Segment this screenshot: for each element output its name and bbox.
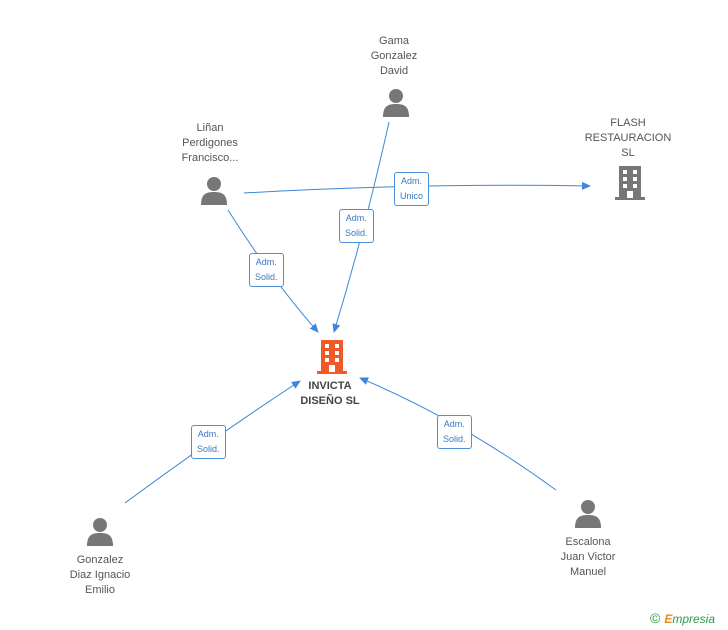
edge-label-line: Adm. [255,257,277,267]
node-label-invicta[interactable]: INVICTA DISEÑO SL [280,379,380,409]
node-label-line: Diaz Ignacio [69,569,131,581]
node-label-line: FLASH [610,117,646,129]
brand-logo-text: mpresia [672,612,716,626]
node-label-gonzalez[interactable]: Gonzalez Diaz Ignacio Emilio [50,553,150,598]
node-label-escalona[interactable]: Escalona Juan Victor Manuel [538,535,638,580]
edge-label-linan-invicta: Adm. Solid. [249,253,284,287]
building-icon [615,166,645,200]
edge-label-line: Unico [400,191,424,201]
edge-label-gama-invicta: Adm. Solid. [339,209,374,243]
node-label-line: Francisco... [181,152,239,164]
edge-label-line: Adm. [197,429,219,439]
node-label-line: DISEÑO SL [300,395,360,407]
node-label-line: Perdigones [182,137,238,149]
edge-label-gonzalez-invicta: Adm. Solid. [191,425,226,459]
edge-label-linan-flash: Adm. Unico [394,172,430,206]
person-icon [201,177,227,205]
node-label-line: David [379,65,409,77]
node-label-line: Escalona [565,536,611,548]
node-label-line: SL [621,147,635,159]
node-label-line: RESTAURACION [584,132,672,144]
node-label-line: Gama [379,35,409,47]
main-company-building-icon [317,340,347,374]
edge-label-line: Solid. [255,272,278,282]
node-label-flash[interactable]: FLASH RESTAURACION SL [573,116,683,161]
node-label-gama[interactable]: Gama Gonzalez David [344,34,444,79]
node-label-line: Manuel [569,566,607,578]
node-label-line: Emilio [85,584,115,596]
edge-label-line: Solid. [443,434,466,444]
edge-label-line: Solid. [197,444,220,454]
edge-label-escalona-invicta: Adm. Solid. [437,415,472,449]
copyright-icon: © [650,610,661,626]
brand-logo-initial: E [664,612,673,626]
footer-credit: ©Empresia [650,610,715,626]
person-icon [575,500,601,528]
node-label-linan[interactable]: Liñan Perdigones Francisco... [160,121,260,166]
person-icon [87,518,113,546]
node-label-line: INVICTA [308,380,352,392]
edge-label-line: Adm. [443,419,465,429]
node-label-line: Gonzalez [76,554,124,566]
node-label-line: Liñan [196,122,224,134]
person-icon [383,89,409,117]
edge-label-line: Solid. [345,228,368,238]
edge-label-line: Adm. [401,176,423,186]
node-label-line: Juan Victor [560,551,616,563]
edge-label-line: Adm. [345,213,367,223]
node-label-line: Gonzalez [370,50,418,62]
